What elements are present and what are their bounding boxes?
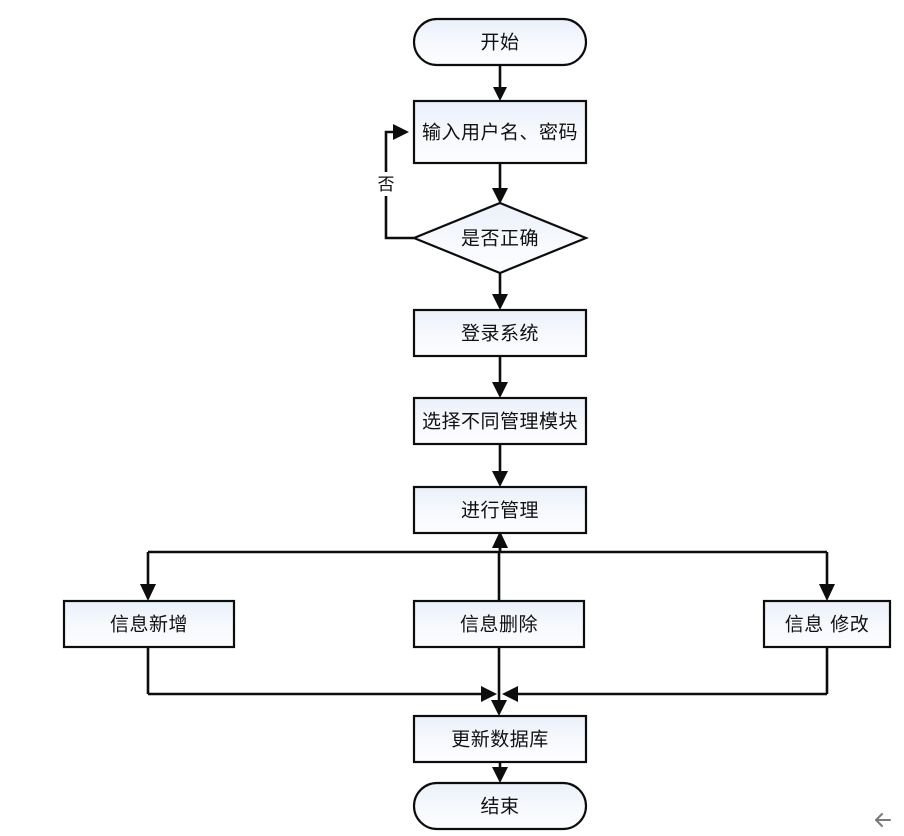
node-info-add-label: 信息新增: [110, 614, 188, 636]
edge-check-to-login: [492, 273, 508, 310]
node-login-system[interactable]: 登录系统: [412, 308, 588, 358]
no-label-backdrop: [374, 172, 398, 196]
node-start[interactable]: 开始: [412, 17, 588, 67]
edge-input-to-check: [492, 163, 508, 204]
edge-start-to-input: [493, 65, 507, 101]
node-perform-management[interactable]: 进行管理: [412, 485, 588, 535]
node-input-credentials[interactable]: 输入用户名、密码: [412, 99, 588, 165]
node-select-module[interactable]: 选择不同管理模块: [412, 396, 588, 446]
node-decision-correct-label: 是否正确: [461, 228, 539, 250]
node-start-label: 开始: [480, 32, 519, 54]
edge-manage-to-add: [140, 552, 156, 601]
edge-module-to-manage: [492, 444, 508, 487]
node-end[interactable]: 结束: [412, 781, 588, 831]
edge-manage-fork-bus: [148, 533, 827, 554]
edge-label-layer: 否: [374, 172, 398, 196]
edge-label-no: 否: [378, 175, 395, 195]
node-layer: 开始 输入用户名、密码 是否正确 登录系统 选择不同管理模块 进行管理: [62, 17, 892, 831]
node-info-delete-label: 信息删除: [460, 614, 538, 636]
edge-update-to-end: [492, 762, 508, 783]
node-info-add[interactable]: 信息新增: [62, 599, 236, 649]
node-end-label: 结束: [480, 796, 519, 818]
node-select-module-label: 选择不同管理模块: [422, 411, 578, 433]
node-info-modify[interactable]: 信息 修改: [762, 599, 892, 649]
node-perform-management-label: 进行管理: [461, 500, 539, 522]
node-decision-correct[interactable]: 是否正确: [411, 201, 589, 275]
node-update-database[interactable]: 更新数据库: [412, 714, 588, 764]
node-info-modify-label: 信息 修改: [785, 614, 870, 636]
edge-branch-join-bus: [146, 647, 829, 716]
node-input-credentials-label: 输入用户名、密码: [422, 122, 578, 144]
node-info-delete[interactable]: 信息删除: [412, 599, 586, 649]
arrow-left-icon[interactable]: [875, 813, 891, 827]
edge-manage-to-modify: [819, 552, 835, 601]
node-login-system-label: 登录系统: [461, 323, 539, 345]
edge-branches-to-manage-return: [492, 531, 508, 552]
node-update-database-label: 更新数据库: [451, 729, 549, 751]
edge-login-to-module: [492, 356, 508, 398]
edge-layer: [140, 65, 835, 783]
